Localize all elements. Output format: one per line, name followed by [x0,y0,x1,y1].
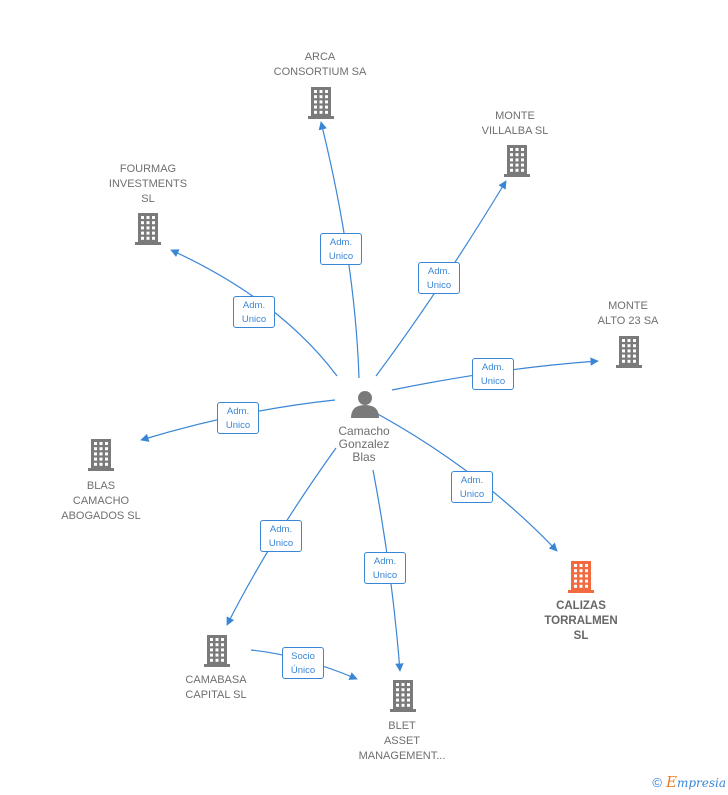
copyright-icon: © [652,775,662,790]
brand-logo-initial: E [665,773,677,791]
building-icon-calizas[interactable] [568,561,594,593]
person-icon[interactable] [351,391,379,418]
building-icon-camabasa[interactable] [204,635,230,667]
edge-label-blet[interactable]: Adm.Unico [364,552,406,584]
edge-label-arca[interactable]: Adm.Unico [320,233,362,265]
edge-label-fourmag[interactable]: Adm.Unico [233,296,275,328]
edge-label-blas-camacho[interactable]: Adm.Unico [217,402,259,434]
building-icon-blet[interactable] [390,680,416,712]
edge-label-calizas[interactable]: Adm.Unico [451,471,493,503]
brand-logo-text: mpresia [676,776,726,790]
building-icon-blas-camacho[interactable] [88,439,114,471]
building-icon-monte-villalba[interactable] [504,145,530,177]
edge-label-monte-villalba[interactable]: Adm.Unico [418,262,460,294]
building-icon-arca[interactable] [308,87,334,119]
building-icon-monte-alto[interactable] [616,336,642,368]
edge-label-monte-alto[interactable]: Adm.Unico [472,358,514,390]
footer-brand[interactable]: ©Empresia [652,773,726,791]
edge-label-camabasa[interactable]: Adm.Unico [260,520,302,552]
building-icon-fourmag[interactable] [135,213,161,245]
